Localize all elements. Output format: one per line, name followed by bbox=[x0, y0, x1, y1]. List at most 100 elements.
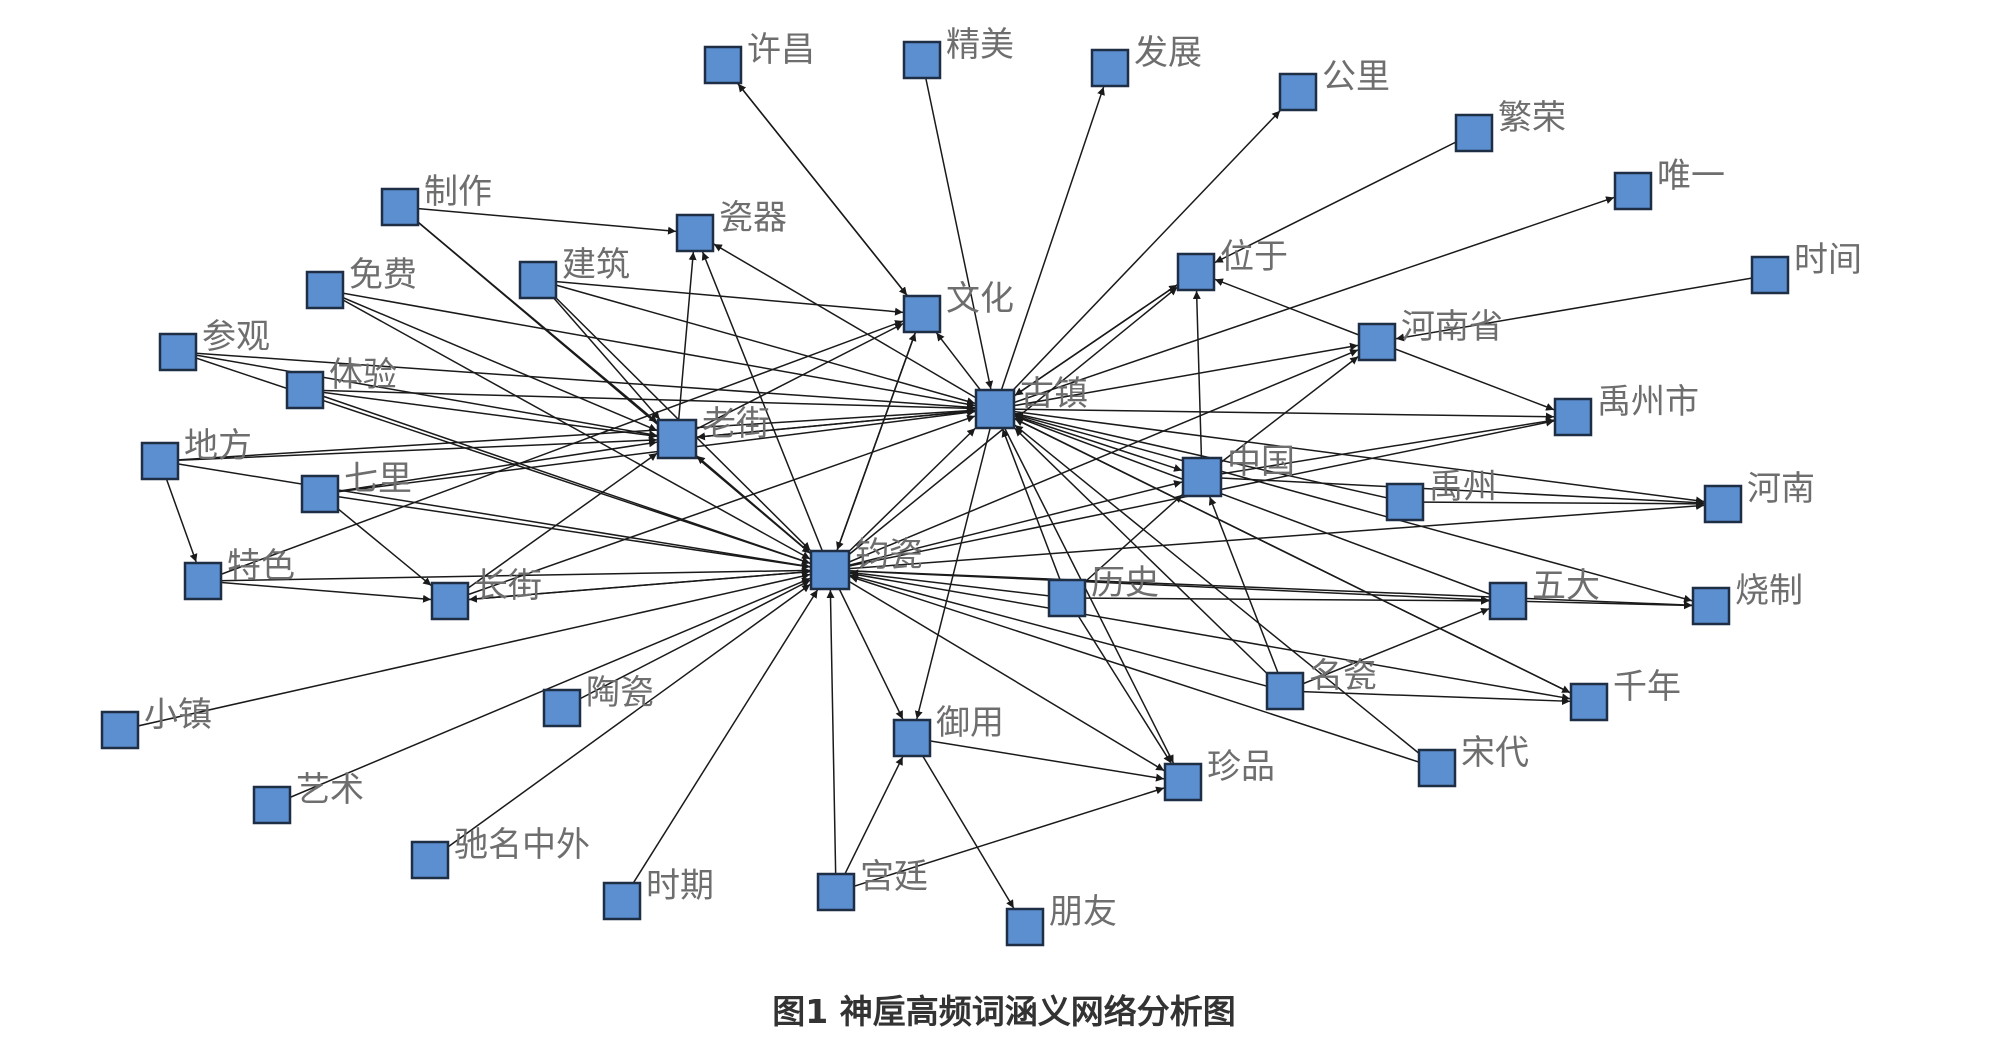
node-square[interactable] bbox=[285, 370, 325, 410]
node-square[interactable] bbox=[380, 187, 420, 227]
node-square[interactable] bbox=[902, 40, 942, 80]
edge-ti_yan-to-gu_zhen bbox=[304, 389, 976, 413]
edge-gong_ting-to-zhen_pin bbox=[835, 786, 1165, 893]
node-gong_li[interactable]: 公里 bbox=[1278, 57, 1390, 112]
node-wu_da[interactable]: 五大 bbox=[1488, 566, 1600, 621]
node-label: 五大 bbox=[1532, 566, 1600, 606]
node-ming_ci[interactable]: 名瓷 bbox=[1265, 656, 1377, 711]
node-square[interactable] bbox=[542, 688, 582, 728]
node-label: 艺术 bbox=[296, 770, 364, 810]
node-shi_qi[interactable]: 时期 bbox=[602, 866, 714, 921]
node-jun_ci[interactable]: 钧瓷 bbox=[809, 535, 923, 591]
edge-jian_zhu-to-gu_zhen bbox=[537, 279, 976, 406]
node-square[interactable] bbox=[1176, 252, 1216, 292]
node-square[interactable] bbox=[1005, 907, 1045, 947]
node-zhong_guo[interactable]: 中国 bbox=[1181, 442, 1295, 498]
node-xiao_zhen[interactable]: 小镇 bbox=[100, 695, 212, 750]
node-square[interactable] bbox=[100, 710, 140, 750]
node-yu_yong[interactable]: 御用 bbox=[892, 703, 1004, 758]
node-square[interactable] bbox=[430, 581, 470, 621]
node-te_se[interactable]: 特色 bbox=[183, 546, 295, 601]
node-square[interactable] bbox=[1357, 322, 1397, 362]
node-mian_fei[interactable]: 免费 bbox=[305, 255, 417, 310]
node-square[interactable] bbox=[1703, 484, 1743, 524]
node-wei_yi[interactable]: 唯一 bbox=[1613, 156, 1725, 211]
node-wen_hua[interactable]: 文化 bbox=[902, 279, 1014, 334]
node-lao_jie[interactable]: 老街 bbox=[656, 404, 770, 460]
node-shi_jian[interactable]: 时间 bbox=[1750, 240, 1862, 295]
node-square[interactable] bbox=[252, 785, 292, 825]
node-square[interactable] bbox=[703, 45, 743, 85]
edge-zhi_zuo-to-ci_qi bbox=[399, 206, 677, 235]
node-square[interactable] bbox=[1569, 682, 1609, 722]
edge-li_shi-to-jun_ci bbox=[849, 569, 1068, 599]
node-square[interactable] bbox=[656, 418, 698, 460]
node-square[interactable] bbox=[1417, 748, 1457, 788]
node-song_dai[interactable]: 宋代 bbox=[1417, 733, 1529, 788]
node-label: 精美 bbox=[946, 25, 1014, 65]
node-gu_zhen[interactable]: 古镇 bbox=[974, 374, 1088, 430]
node-square[interactable] bbox=[902, 294, 942, 334]
node-square[interactable] bbox=[1181, 456, 1223, 498]
edge-yu_yong-to-zhen_pin bbox=[911, 737, 1165, 782]
node-square[interactable] bbox=[1691, 586, 1731, 626]
node-square[interactable] bbox=[809, 549, 851, 591]
node-yu_zhou[interactable]: 禹州 bbox=[1385, 467, 1497, 522]
node-square[interactable] bbox=[974, 388, 1016, 430]
node-square[interactable] bbox=[1488, 581, 1528, 621]
node-chang_jie[interactable]: 长街 bbox=[430, 566, 542, 621]
node-square[interactable] bbox=[602, 881, 642, 921]
edge-lao_jie-to-gu_zhen bbox=[676, 407, 976, 440]
node-xu_chang[interactable]: 许昌 bbox=[703, 30, 815, 85]
node-ti_yan[interactable]: 体验 bbox=[285, 355, 397, 410]
node-can_guan[interactable]: 参观 bbox=[158, 317, 270, 372]
node-zhen_pin[interactable]: 珍品 bbox=[1163, 747, 1275, 802]
node-jing_mei[interactable]: 精美 bbox=[902, 25, 1014, 80]
node-square[interactable] bbox=[1047, 578, 1087, 618]
node-di_fang[interactable]: 地方 bbox=[140, 426, 252, 481]
node-square[interactable] bbox=[300, 474, 340, 514]
node-square[interactable] bbox=[1163, 762, 1203, 802]
node-square[interactable] bbox=[305, 270, 345, 310]
node-li_shi[interactable]: 历史 bbox=[1047, 563, 1159, 618]
node-square[interactable] bbox=[1454, 113, 1494, 153]
node-square[interactable] bbox=[1750, 255, 1790, 295]
node-square[interactable] bbox=[410, 840, 450, 880]
node-peng_you[interactable]: 朋友 bbox=[1005, 892, 1117, 947]
node-yu_zhou_shi[interactable]: 禹州市 bbox=[1553, 382, 1699, 437]
node-square[interactable] bbox=[675, 213, 715, 253]
node-tao_ci[interactable]: 陶瓷 bbox=[542, 673, 654, 728]
node-square[interactable] bbox=[518, 260, 558, 300]
node-yi_shu[interactable]: 艺术 bbox=[252, 770, 364, 825]
node-chi_ming[interactable]: 驰名中外 bbox=[410, 825, 590, 880]
node-he_nan[interactable]: 河南 bbox=[1703, 469, 1815, 524]
node-gong_ting[interactable]: 宫廷 bbox=[816, 857, 928, 912]
node-square[interactable] bbox=[1385, 482, 1425, 522]
node-he_nan_sheng[interactable]: 河南省 bbox=[1357, 307, 1503, 362]
node-square[interactable] bbox=[892, 718, 932, 758]
node-jian_zhu[interactable]: 建筑 bbox=[518, 245, 630, 300]
node-fan_rong[interactable]: 繁荣 bbox=[1454, 98, 1566, 153]
edge-gu_zhen-to-wei_yi bbox=[994, 196, 1615, 410]
node-ci_qi[interactable]: 瓷器 bbox=[675, 198, 787, 253]
node-square[interactable] bbox=[816, 872, 856, 912]
node-wei_yu[interactable]: 位于 bbox=[1176, 237, 1288, 292]
edge-ming_ci-to-gu_zhen bbox=[1014, 427, 1286, 692]
node-square[interactable] bbox=[1278, 72, 1318, 112]
node-square[interactable] bbox=[1090, 48, 1130, 88]
edge-wu_da-to-shao_zhi bbox=[1507, 600, 1693, 610]
node-square[interactable] bbox=[1265, 671, 1305, 711]
edge-chi_ming-to-jun_ci bbox=[429, 583, 811, 861]
node-square[interactable] bbox=[1553, 397, 1593, 437]
edge-shi_qi-to-jun_ci bbox=[621, 589, 819, 902]
node-zhi_zuo[interactable]: 制作 bbox=[380, 172, 492, 227]
node-square[interactable] bbox=[183, 561, 223, 601]
node-qian_nian[interactable]: 千年 bbox=[1569, 667, 1681, 722]
node-square[interactable] bbox=[1613, 171, 1653, 211]
node-square[interactable] bbox=[158, 332, 198, 372]
node-qi_li[interactable]: 七里 bbox=[300, 459, 412, 514]
node-fa_zhan[interactable]: 发展 bbox=[1090, 33, 1202, 88]
node-shao_zhi[interactable]: 烧制 bbox=[1691, 571, 1803, 626]
node-label: 陶瓷 bbox=[586, 673, 654, 713]
node-square[interactable] bbox=[140, 441, 180, 481]
